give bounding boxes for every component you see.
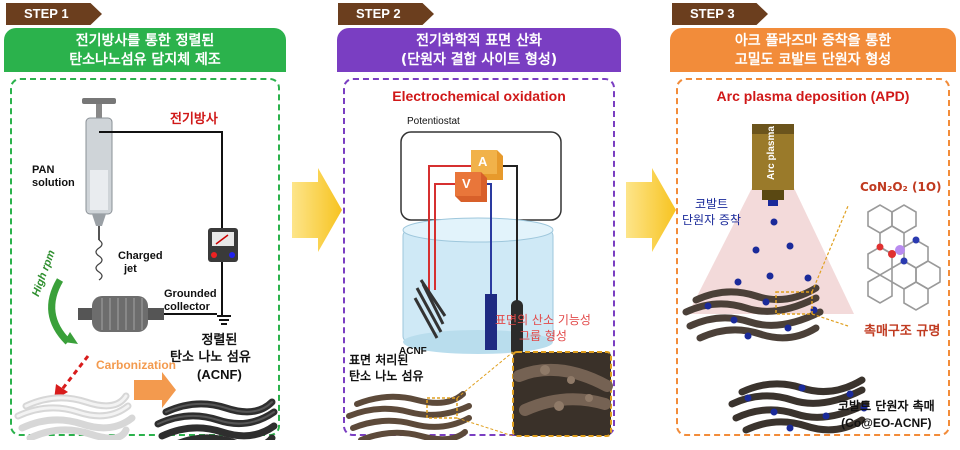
electrospinning-label: 전기방사 — [170, 112, 218, 127]
treated-label-line2: 탄소 나노 섬유 — [349, 369, 424, 383]
power-wire — [99, 131, 223, 228]
step1-tag: STEP 1 — [6, 3, 102, 25]
syringe-plunger — [82, 98, 116, 104]
charged-jet-label: Charged jet — [118, 250, 163, 276]
apd-heading: Arc plasma deposition (APD) — [716, 88, 910, 104]
pan-solution-label: PAN solution — [32, 164, 75, 190]
step3-tag: STEP 3 — [672, 3, 768, 25]
fiber-ko-label: 탄소 나노 섬유 — [170, 350, 251, 365]
potentiostat-label: Potentiostat — [407, 116, 460, 127]
step2-tag: STEP 2 — [338, 3, 434, 25]
catalyst-label: 코발트 단원자 촉매 (Co@EO-ACNF) — [838, 398, 935, 432]
treated-fibers — [346, 391, 472, 440]
oxidation-heading: Electrochemical oxidation — [392, 88, 566, 104]
zoom-box — [775, 291, 813, 315]
treated-label-line1: 표면 처리된 — [349, 353, 409, 367]
counter-electrode — [511, 300, 523, 356]
step2-title-line1: 전기화학적 표면 산화 — [416, 33, 542, 49]
step2-body: Electrochemical oxidation Potentiostat A… — [343, 78, 615, 440]
grounded-label-line1: Grounded — [164, 288, 217, 300]
carbonization-down-arrow — [58, 355, 90, 393]
charged-label-line1: Charged — [118, 250, 163, 262]
arrow-1-to-2 — [292, 168, 342, 252]
grounded-label-line2: collector — [164, 301, 210, 313]
step1-body: 전기방사 PAN solution Charged jet High rpm G… — [10, 78, 280, 440]
catalyst-code-label: (Co@EO-ACNF) — [841, 416, 932, 430]
cobalt-label-line2: 단원자 증착 — [682, 213, 742, 227]
step2-header: 전기화학적 표면 산화 (단원자 결합 사이트 형성) — [337, 28, 621, 72]
aligned-label: 정렬된 — [201, 333, 238, 348]
voltmeter-label: V — [462, 176, 471, 191]
step1-panel: 전기방사를 통한 정렬된 탄소나노섬유 담지체 제조 — [4, 28, 286, 442]
step3-title-line1: 아크 플라즈마 증착을 통한 — [734, 33, 892, 49]
oxygen-label-line2: 그룹 형성 — [518, 329, 567, 343]
apd-illustration — [682, 124, 941, 434]
cobalt-deposition-label: 코발트 단원자 증착 — [682, 196, 741, 228]
step3-body: Arc plasma deposition (APD) Arc plasma 코… — [676, 78, 950, 436]
step1-header: 전기방사를 통한 정렬된 탄소나노섬유 담지체 제조 — [4, 28, 286, 72]
pan-label-line1: PAN — [32, 164, 55, 176]
plasma-cone — [688, 188, 854, 314]
electrospinning-illustration — [14, 98, 278, 440]
step3-title-line2: 고밀도 코발트 단원자 형성 — [734, 52, 892, 68]
arrow-2-to-3 — [626, 168, 676, 252]
carbonization-label: Carbonization — [96, 358, 176, 372]
step3-panel: 아크 플라즈마 증착을 통한 고밀도 코발트 단원자 형성 — [670, 28, 956, 442]
carbonization-arrow — [134, 372, 176, 408]
structure-label: 촉매구조 규명 — [864, 324, 941, 339]
zoom-small-box — [426, 397, 458, 419]
step1-title-line1: 전기방사를 통한 정렬된 — [75, 33, 215, 49]
grounded-collector-label: Grounded collector — [164, 288, 217, 314]
step1-title-line2: 탄소나노섬유 담지체 제조 — [69, 52, 221, 68]
step3-header: 아크 플라즈마 증착을 통한 고밀도 코발트 단원자 형성 — [670, 28, 956, 72]
acnf-label: ACNF — [399, 346, 427, 357]
acnf-label: (ACNF) — [197, 367, 242, 382]
catalyst-label-line1: 코발트 단원자 촉매 — [838, 399, 935, 413]
falling-cobalt-atoms — [734, 218, 812, 286]
molecule-atoms — [876, 236, 920, 265]
step2-title-line2: (단원자 결합 사이트 형성) — [400, 52, 558, 68]
rotation-arrow — [48, 278, 71, 345]
catalyst-cobalt-atoms — [744, 384, 868, 432]
oxygen-label-line1: 표면의 산소 기능성 — [495, 313, 591, 327]
collector-drum — [92, 296, 148, 332]
step2-panel: 전기화학적 표면 산화 (단원자 결합 사이트 형성) — [337, 28, 621, 442]
treated-fiber-label: 표면 처리된 탄소 나노 섬유 — [349, 352, 424, 384]
aligned-fiber-label: 정렬된 탄소 나노 섬유 (ACNF) — [170, 332, 251, 383]
oxygen-group-label: 표면의 산소 기능성 그룹 형성 — [495, 312, 591, 344]
formula-label: CoN₂O₂ (1O) — [860, 180, 942, 194]
charged-label-line2: jet — [124, 263, 137, 275]
deposited-cobalt-atoms — [704, 298, 818, 340]
arc-plasma-label: Arc plasma — [766, 126, 777, 180]
pan-label-line2: solution — [32, 177, 75, 189]
oxidation-illustration — [346, 131, 613, 440]
acnf-electrode — [413, 279, 447, 339]
cobalt-label-line1: 코발트 — [694, 197, 729, 211]
arc-plasma-gun — [752, 124, 794, 190]
working-electrode — [485, 294, 497, 350]
charged-jet — [95, 239, 103, 281]
ammeter-label: A — [478, 154, 488, 169]
